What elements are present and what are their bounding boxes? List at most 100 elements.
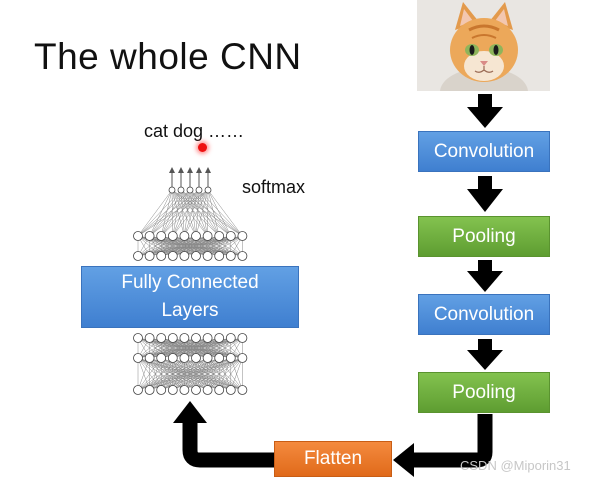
watermark: CSDN @Miporin31 — [460, 458, 571, 473]
neuron-node — [191, 231, 201, 241]
neuron-node — [144, 353, 155, 363]
pooling-stage-1: Pooling — [418, 216, 550, 257]
connection-line — [137, 235, 243, 257]
neuron-node — [191, 353, 201, 363]
neuron-node — [179, 231, 190, 241]
connection-line — [137, 357, 185, 391]
connection-line — [137, 189, 200, 237]
connection-line — [137, 357, 173, 391]
connection-line — [149, 189, 191, 237]
pooling-stage-2: Pooling — [418, 372, 550, 413]
connection-line — [172, 189, 182, 237]
connection-line — [171, 189, 231, 237]
neuron-node — [168, 186, 176, 194]
neuron-node — [191, 333, 201, 343]
connection-line — [195, 337, 243, 359]
flatten-to-fc-arrow — [182, 422, 274, 468]
connection-line — [184, 189, 209, 237]
neuron-node — [167, 251, 178, 261]
neuron-node — [144, 385, 155, 395]
connection-line — [137, 337, 185, 359]
neuron-node — [195, 186, 203, 194]
connection-line — [195, 189, 209, 237]
connection-line — [161, 189, 209, 237]
connection-line — [207, 189, 232, 237]
connection-line — [207, 357, 243, 391]
neuron-node — [237, 251, 248, 261]
connection-line — [149, 189, 200, 237]
neuron-node — [167, 385, 178, 395]
neuron-node — [179, 333, 190, 343]
lower-connections — [137, 337, 243, 391]
connection-line — [195, 357, 243, 391]
connection-line — [219, 337, 243, 359]
left-arrow-icon — [393, 443, 414, 477]
neuron-node — [214, 333, 225, 343]
lower-neuron-layers — [133, 333, 248, 395]
neuron-node — [225, 333, 236, 343]
neuron-node — [237, 353, 248, 363]
neuron-node — [202, 353, 213, 363]
neuron-node — [133, 385, 143, 395]
connection-line — [137, 189, 173, 237]
neuron-node — [156, 385, 167, 395]
connection-line — [137, 357, 150, 391]
neuron-node — [179, 353, 190, 363]
down-arrow-icon — [467, 260, 503, 292]
neuron-node — [214, 353, 225, 363]
connection-line — [149, 189, 173, 237]
stage-label: Pooling — [452, 225, 516, 247]
connection-line — [160, 189, 173, 237]
neuron-node — [225, 353, 236, 363]
neuron-node — [204, 186, 212, 194]
down-arrow-icon — [467, 94, 503, 128]
connection-line — [172, 357, 243, 391]
down-arrow-icon — [467, 176, 503, 212]
stage-label: Convolution — [433, 140, 535, 162]
neuron-node — [144, 251, 155, 261]
connection-line — [149, 357, 243, 391]
neuron-node — [237, 231, 248, 241]
neuron-node — [214, 385, 225, 395]
connection-line — [219, 235, 243, 257]
neuron-node — [156, 333, 167, 343]
laser-pointer-dot — [198, 143, 207, 152]
neuron-node — [225, 385, 236, 395]
neuron-node — [202, 333, 213, 343]
neuron-node — [202, 385, 213, 395]
neuron-node — [156, 251, 167, 261]
neuron-node — [225, 231, 236, 241]
connection-line — [149, 337, 243, 359]
connection-line — [184, 357, 243, 391]
connection-line — [149, 235, 243, 257]
neuron-node — [225, 251, 236, 261]
softmax-label: softmax — [242, 177, 306, 197]
neuron-node — [156, 353, 167, 363]
neuron-node — [214, 231, 225, 241]
connection-line — [149, 189, 182, 237]
flatten-stage: Flatten — [274, 441, 392, 477]
neuron-node — [179, 251, 190, 261]
neuron-node — [144, 231, 155, 241]
connection-line — [230, 357, 243, 391]
connection-line — [137, 357, 243, 391]
connection-line — [207, 235, 243, 257]
connection-line — [195, 235, 243, 257]
neuron-node — [167, 353, 178, 363]
convolution-stage-1: Convolution — [418, 131, 550, 172]
connection-line — [172, 189, 209, 237]
connection-line — [137, 235, 173, 257]
neuron-node — [133, 333, 143, 343]
cat-input-image — [417, 0, 550, 91]
connection-line — [137, 357, 162, 391]
connection-line — [137, 337, 173, 359]
neuron-node — [202, 251, 213, 261]
connection-line — [137, 337, 243, 359]
connection-line — [137, 189, 191, 237]
connection-line — [137, 189, 209, 237]
connection-line — [171, 189, 174, 237]
output-class-labels: cat dog …… — [144, 121, 245, 141]
neuron-node — [186, 186, 194, 194]
neuron-node — [156, 231, 167, 241]
stage-label: Convolution — [433, 303, 535, 325]
